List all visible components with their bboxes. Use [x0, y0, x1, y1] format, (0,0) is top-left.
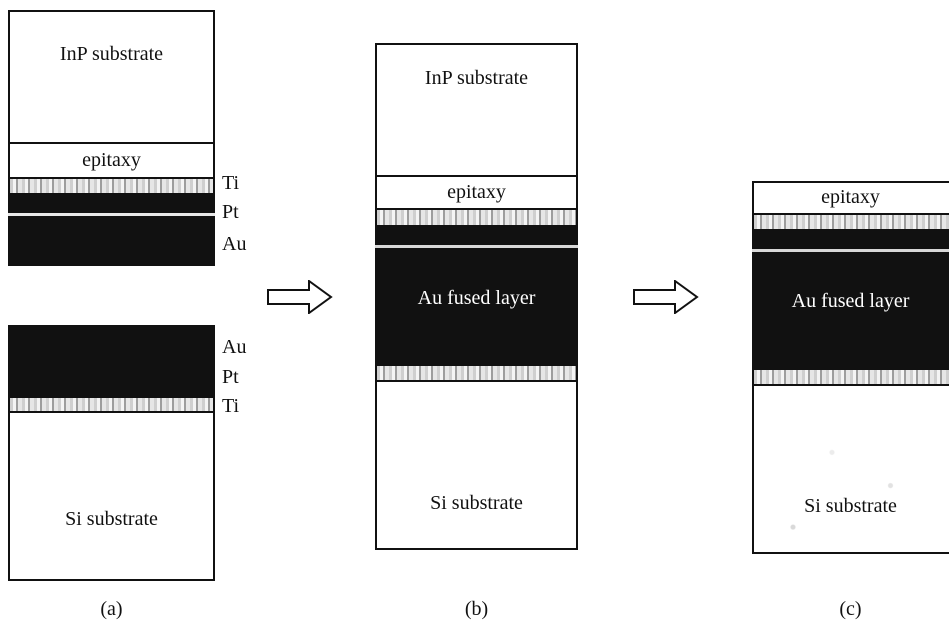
pt-layer-top-b: [375, 225, 578, 245]
au-fused-layer-b: [375, 248, 578, 366]
pt-layer-top-a: [8, 193, 215, 213]
right-arrow-icon: [633, 280, 699, 314]
au-layer-top-a: [8, 216, 215, 266]
au-label-top-a: Au: [222, 233, 247, 255]
epitaxy-block-b: [375, 177, 578, 210]
caption-c: (c): [839, 598, 862, 620]
epitaxy-block-a: [8, 144, 215, 179]
si-substrate-block-c: [752, 384, 949, 554]
ti-label-top-a: Ti: [222, 172, 240, 194]
ti-label-bottom-a: Ti: [222, 395, 240, 417]
si-substrate-block-a: [8, 411, 215, 581]
pt-layer-bottom-a: [8, 394, 215, 398]
epitaxy-label-b: epitaxy: [447, 181, 506, 203]
pt-label-top-a: Pt: [222, 201, 239, 223]
epitaxy-label-a: epitaxy: [82, 149, 141, 171]
au-label-bottom-a: Au: [222, 336, 247, 358]
pt-layer-top-c: [752, 229, 949, 249]
inp-substrate-label-a: InP substrate: [59, 43, 164, 65]
au-fused-label-b: Au fused layer: [417, 287, 536, 309]
ti-layer-top-b: [375, 210, 578, 225]
inp-substrate-block-b: [375, 43, 578, 177]
au-fused-label-c: Au fused layer: [791, 290, 910, 312]
pt-divider-b: [375, 245, 578, 248]
pt-label-bottom-a: Pt: [222, 366, 239, 388]
epitaxy-block-c: [752, 181, 949, 215]
caption-a: (a): [100, 598, 123, 620]
ti-layer-bottom-b: [375, 366, 578, 380]
ti-layer-bottom-c: [752, 370, 949, 384]
si-substrate-block-b: [375, 380, 578, 550]
si-substrate-label-a: Si substrate: [65, 508, 158, 530]
ti-layer-top-c: [752, 215, 949, 229]
ti-layer-bottom-a: [8, 398, 215, 411]
caption-b: (b): [464, 598, 489, 620]
inp-substrate-block-a: [8, 10, 215, 144]
au-layer-bottom-a: [8, 325, 215, 394]
inp-substrate-label-b: InP substrate: [424, 67, 529, 89]
epitaxy-label-c: epitaxy: [821, 186, 880, 208]
au-fused-layer-c: [752, 252, 949, 370]
pt-divider-c: [752, 249, 949, 252]
si-substrate-label-c: Si substrate: [804, 495, 897, 517]
ti-layer-top-a: [8, 179, 215, 193]
si-substrate-label-b: Si substrate: [430, 492, 523, 514]
right-arrow-icon: [267, 280, 333, 314]
pt-au-divider-top-a: [8, 213, 215, 216]
